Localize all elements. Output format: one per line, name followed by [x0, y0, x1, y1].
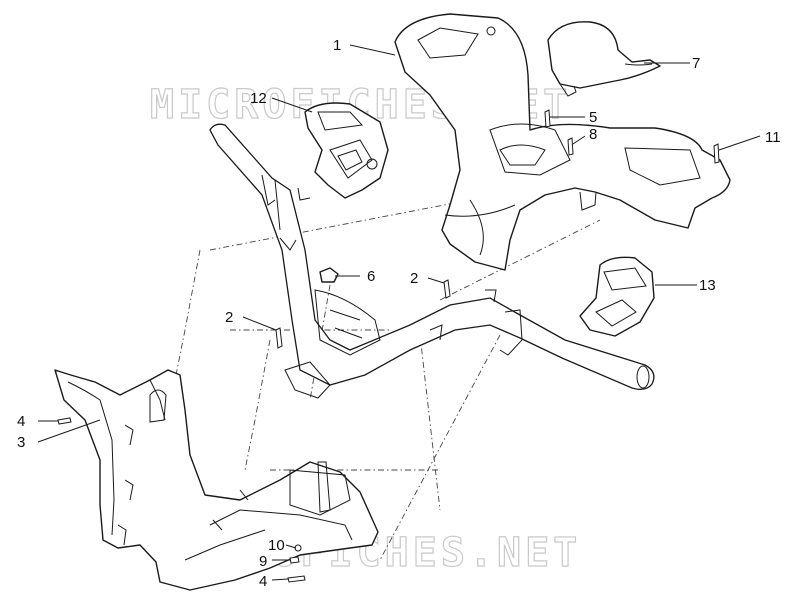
screw-11: [713, 143, 720, 164]
callout-11: 11: [765, 129, 781, 146]
callout-7: 7: [692, 55, 700, 72]
callout-13: 13: [699, 277, 716, 294]
callout-8: 8: [589, 126, 597, 143]
callout-12: 12: [250, 90, 267, 107]
callout-4-lower: 4: [259, 573, 267, 590]
left-switch-housing: [304, 102, 389, 199]
screw-8: [567, 137, 574, 156]
small-cover-cap: [547, 21, 661, 97]
handlebar-rear-cover: [54, 369, 379, 591]
screw-4-upper: [57, 417, 72, 425]
callout-6: 6: [367, 268, 375, 285]
callout-10: 10: [268, 537, 285, 554]
clip-6: [319, 267, 339, 283]
screw-2-right: [443, 279, 451, 299]
washer-9: [289, 556, 300, 564]
callout-1: 1: [333, 37, 341, 54]
right-switch-housing: [579, 256, 655, 337]
callout-4-upper: 4: [17, 413, 25, 430]
callout-3: 3: [17, 434, 25, 451]
callout-2-right: 2: [410, 270, 418, 287]
screw-5: [544, 109, 551, 128]
callout-2-left: 2: [225, 309, 233, 326]
screw-4-lower: [287, 575, 306, 583]
handlebar-front-cover: [394, 13, 731, 271]
callout-leaders: [37, 44, 761, 581]
callout-5: 5: [589, 109, 597, 126]
handlebar-tube: [209, 123, 655, 399]
screw-2-left: [275, 327, 283, 349]
callout-9: 9: [259, 553, 267, 570]
